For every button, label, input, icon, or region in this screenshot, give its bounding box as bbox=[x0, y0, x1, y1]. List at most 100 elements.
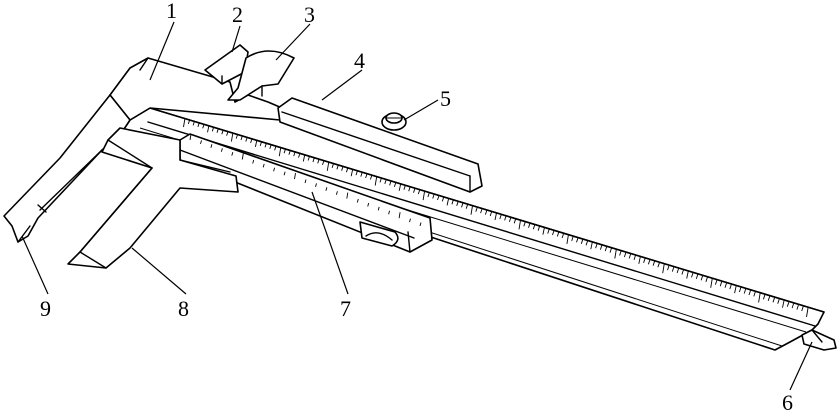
scale-tick bbox=[528, 223, 531, 228]
scale-tick bbox=[714, 280, 718, 285]
scale-tick bbox=[456, 201, 459, 206]
scale-tick bbox=[250, 138, 253, 144]
scale-tick bbox=[595, 243, 598, 249]
scale-tick bbox=[782, 300, 785, 308]
scale-tick bbox=[652, 261, 656, 266]
scale-tick bbox=[786, 302, 790, 307]
scale-tick bbox=[417, 189, 421, 195]
scale-tick bbox=[369, 174, 373, 180]
scale-tick bbox=[317, 158, 320, 164]
scale-tick bbox=[446, 198, 450, 206]
vernier-tick bbox=[252, 159, 255, 164]
scale-tick bbox=[269, 144, 272, 149]
callout-3: 3 bbox=[304, 2, 315, 27]
scale-tick bbox=[278, 147, 282, 157]
scale-tick bbox=[245, 136, 248, 142]
scale-tick bbox=[609, 247, 612, 253]
vernier-tick bbox=[419, 222, 422, 227]
scale-tick bbox=[695, 274, 699, 280]
scale-tick bbox=[384, 179, 387, 185]
scale-tick bbox=[667, 265, 670, 271]
scale-tick bbox=[604, 246, 608, 252]
scale-tick bbox=[336, 164, 339, 170]
scale-tick bbox=[576, 237, 579, 243]
scale-tick bbox=[542, 227, 545, 235]
scale-tick bbox=[489, 211, 493, 217]
scale-tick bbox=[183, 117, 186, 128]
scale-tick bbox=[298, 152, 301, 158]
scale-tick bbox=[590, 242, 593, 250]
upper-slider bbox=[277, 97, 483, 193]
vernier-tick bbox=[325, 187, 328, 191]
scale-tick bbox=[552, 230, 555, 236]
vernier-tick bbox=[210, 144, 213, 148]
vernier-tick bbox=[220, 148, 223, 152]
scale-tick bbox=[734, 286, 737, 294]
scale-tick bbox=[724, 283, 727, 288]
scale-tick bbox=[326, 161, 330, 171]
scale-tick bbox=[427, 192, 430, 198]
scale-tick bbox=[393, 182, 397, 187]
scale-tick bbox=[767, 296, 771, 301]
scale-tick bbox=[791, 303, 795, 309]
callout-2: 2 bbox=[232, 2, 243, 27]
callout-1: 1 bbox=[166, 0, 177, 23]
scale-tick bbox=[307, 155, 311, 161]
scale-tick bbox=[413, 188, 416, 193]
scale-tick bbox=[345, 167, 349, 173]
scale-tick bbox=[480, 208, 483, 214]
leader-lines bbox=[21, 21, 813, 391]
scale-tick bbox=[216, 128, 219, 133]
vernier-tick bbox=[409, 218, 411, 223]
vernier-tick bbox=[241, 153, 244, 160]
scale-tick bbox=[283, 148, 287, 154]
scale-tick bbox=[686, 271, 689, 279]
vernier-tick bbox=[294, 173, 296, 180]
scale-tick bbox=[441, 196, 445, 202]
scale-tick bbox=[532, 224, 536, 230]
scale-tick bbox=[470, 205, 473, 215]
leader-5 bbox=[403, 99, 439, 121]
scale-tick bbox=[259, 141, 263, 147]
scale-tick bbox=[197, 122, 200, 128]
scale-tick bbox=[614, 249, 617, 259]
callout-7: 7 bbox=[340, 296, 351, 321]
scale-tick bbox=[523, 221, 526, 227]
scale-tick bbox=[777, 299, 780, 304]
vernier-tick bbox=[231, 151, 234, 156]
scale-tick bbox=[240, 135, 243, 141]
scale-tick bbox=[202, 123, 205, 129]
scale-tick bbox=[518, 220, 521, 230]
leader-6 bbox=[789, 341, 813, 391]
scale-tick bbox=[599, 245, 603, 250]
scale-tick bbox=[743, 288, 747, 294]
scale-tick bbox=[451, 199, 454, 205]
scale-tick bbox=[556, 231, 560, 237]
scale-tick bbox=[628, 253, 632, 259]
scale-tick bbox=[758, 293, 761, 303]
scale-tick bbox=[566, 234, 569, 244]
scale-tick bbox=[801, 306, 804, 312]
scale-tick bbox=[796, 304, 799, 310]
lower-movable-jaw bbox=[67, 127, 239, 269]
vernier-tick bbox=[335, 191, 338, 195]
scale-tick bbox=[461, 202, 464, 208]
scale-tick bbox=[312, 157, 315, 163]
scale-tick bbox=[350, 169, 354, 177]
scale-tick bbox=[513, 218, 517, 224]
scale-tick bbox=[207, 125, 210, 133]
scale-tick bbox=[643, 258, 646, 263]
scale-tick bbox=[322, 160, 325, 166]
scale-tick bbox=[671, 266, 675, 272]
scale-tick bbox=[710, 278, 713, 288]
vernier-tick bbox=[346, 192, 349, 199]
leader-9 bbox=[21, 235, 49, 295]
scale-tick bbox=[504, 215, 507, 221]
scale-tick bbox=[360, 171, 363, 177]
scale-tick bbox=[619, 250, 622, 256]
scale-tick bbox=[365, 173, 368, 179]
scale-tick bbox=[748, 290, 751, 296]
main-beam bbox=[119, 107, 825, 351]
